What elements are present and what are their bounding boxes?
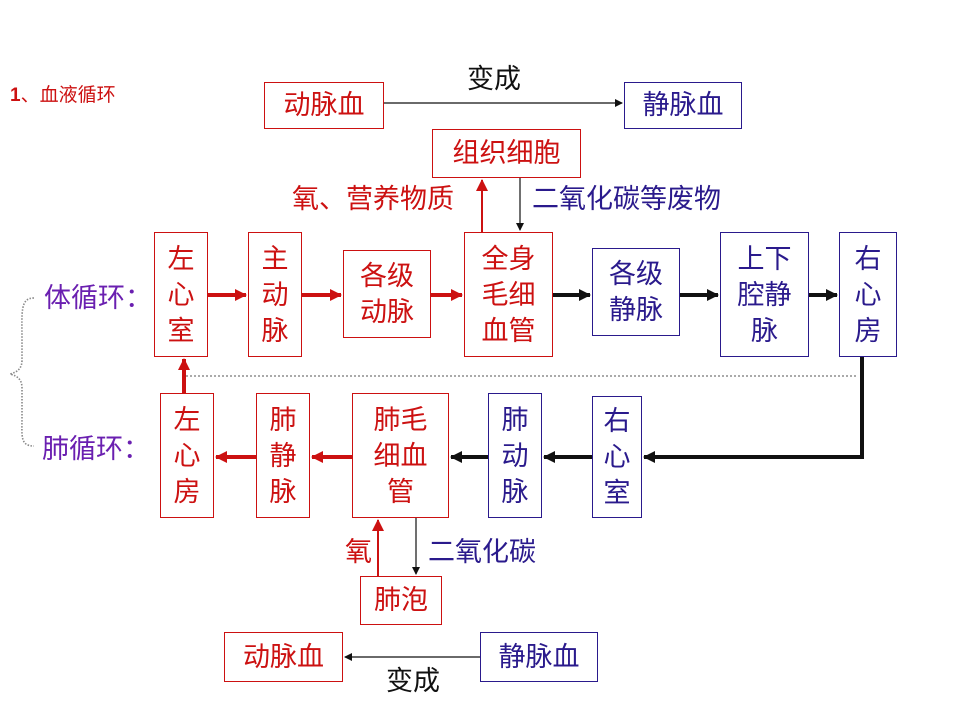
tissue-waste-label: 二氧化碳等废物 xyxy=(532,184,721,215)
top-venous-blood-box: 静脉血 xyxy=(624,82,742,129)
circulation-brace xyxy=(9,297,35,447)
arrow-right-side-connector xyxy=(643,357,864,463)
bottom-venous-blood-box: 静脉血 xyxy=(480,632,598,682)
alveolus-box: 肺泡 xyxy=(360,576,442,625)
systemic-circulation-label: 体循环： xyxy=(44,283,152,314)
top-arterial-blood-box: 动脉血 xyxy=(264,82,384,129)
tissue-oxygen-nutrients-label: 氧、营养物质 xyxy=(292,184,454,215)
tissue-cell-box: 组织细胞 xyxy=(432,129,581,178)
alveolus-oxygen-label: 氧 xyxy=(345,537,372,568)
bottom-conversion-label: 变成 xyxy=(386,666,440,697)
pulmonary-veins: 肺静脉 xyxy=(256,393,310,518)
pulmonary-capillaries: 肺毛细血管 xyxy=(352,393,449,518)
systemic-veins: 各级静脉 xyxy=(592,248,680,336)
pulmonary-left-atrium: 左心房 xyxy=(160,393,214,518)
bottom-arterial-blood-box: 动脉血 xyxy=(224,632,343,682)
top-conversion-label: 变成 xyxy=(467,64,521,95)
pulmonary-right-ventricle: 右心室 xyxy=(592,396,642,518)
systemic-capillaries: 全身毛细血管 xyxy=(464,232,553,357)
systemic-left-ventricle: 左心室 xyxy=(154,232,208,357)
pulmonary-circulation-label: 肺循环： xyxy=(42,434,150,465)
systemic-arteries: 各级动脉 xyxy=(343,250,431,338)
systemic-vena-cava: 上下腔静脉 xyxy=(720,232,809,357)
section-title: 1、血液循环 xyxy=(10,84,116,106)
pulmonary-artery: 肺动脉 xyxy=(488,393,542,518)
alveolus-co2-label: 二氧化碳 xyxy=(428,537,536,568)
systemic-right-atrium: 右心房 xyxy=(839,232,897,357)
systemic-aorta: 主动脉 xyxy=(248,232,302,357)
